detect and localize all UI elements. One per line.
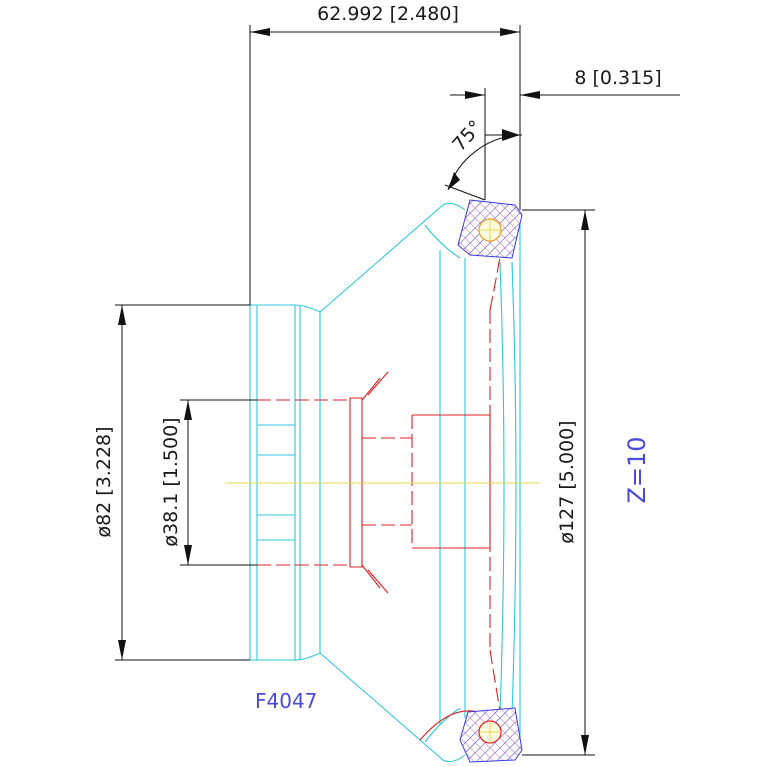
bore-diameter-label: ø38.1 [1.500] bbox=[160, 417, 182, 546]
part-number-label: F4047 bbox=[255, 689, 317, 713]
chamfer-angle-label: 75° bbox=[448, 116, 487, 156]
outer-diameter-label: ø82 [3.228] bbox=[93, 426, 115, 537]
hidden-lines bbox=[257, 227, 506, 741]
bearing-section-bottom bbox=[459, 707, 523, 763]
tooth-count-label: Z=10 bbox=[623, 436, 651, 503]
dimension-chamfer-angle: 75° bbox=[444, 116, 522, 201]
dimension-bore-diameter: ø38.1 [1.500] bbox=[160, 399, 257, 566]
dimension-outer-diameter: ø82 [3.228] bbox=[93, 304, 250, 661]
dimension-wheel-diameter: ø127 [5.000] bbox=[522, 209, 595, 756]
dimension-overall-length: 62.992 [2.480] bbox=[249, 3, 521, 305]
overall-length-label: 62.992 [2.480] bbox=[317, 3, 459, 25]
chamfer-width-label: 8 [0.315] bbox=[574, 67, 661, 89]
wheel-diameter-label: ø127 [5.000] bbox=[556, 420, 578, 543]
dimension-chamfer-width: 8 [0.315] bbox=[450, 67, 680, 200]
bearing-section-top bbox=[457, 199, 523, 259]
